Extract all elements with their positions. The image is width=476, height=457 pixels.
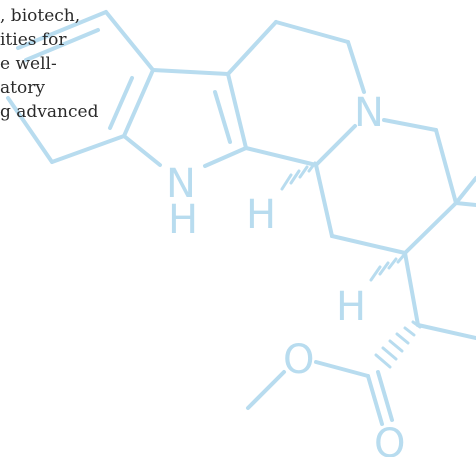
carbonyl-o-label: O	[374, 421, 405, 457]
bond	[122, 134, 162, 167]
indole-n-label: N	[166, 161, 196, 207]
stereo-hash-bond	[374, 320, 422, 369]
bond	[403, 251, 420, 327]
intro-text: , biotech, ities for e well- atory g adv…	[0, 4, 112, 124]
bond	[244, 146, 318, 167]
stereo-hash-bond	[369, 253, 406, 282]
bond	[108, 76, 134, 130]
ester-o-label: O	[283, 337, 314, 383]
bond	[454, 176, 476, 205]
bond	[314, 360, 370, 378]
bond	[382, 118, 438, 132]
bond	[346, 40, 366, 94]
stereo-h-label: H	[336, 284, 366, 330]
bond	[376, 370, 394, 422]
bond	[314, 163, 334, 238]
bond	[274, 20, 350, 44]
bond	[246, 370, 286, 410]
bond	[213, 90, 232, 144]
text-line: g advanced	[0, 102, 99, 122]
bond	[151, 68, 230, 76]
bond	[104, 10, 155, 72]
bond	[226, 20, 278, 76]
bond	[454, 201, 476, 207]
bond	[203, 146, 248, 168]
text-line: , biotech,	[0, 6, 81, 26]
bond	[403, 201, 458, 255]
bond	[416, 323, 476, 340]
bond	[24, 28, 100, 62]
bond	[330, 234, 407, 255]
bond	[314, 124, 357, 167]
text-line: ities for	[0, 30, 67, 50]
bond	[16, 10, 108, 50]
text-line: atory	[0, 78, 45, 98]
bond	[50, 134, 126, 164]
bond	[226, 72, 248, 150]
bond	[434, 128, 458, 205]
bond	[366, 374, 384, 426]
bond	[122, 68, 155, 138]
indole-h-label: H	[168, 197, 198, 243]
stereo-h-label: H	[246, 192, 276, 238]
ring-n-label: N	[354, 90, 384, 136]
stereo-hash-bond	[280, 161, 317, 191]
text-line: e well-	[0, 54, 57, 74]
bond	[6, 96, 54, 164]
